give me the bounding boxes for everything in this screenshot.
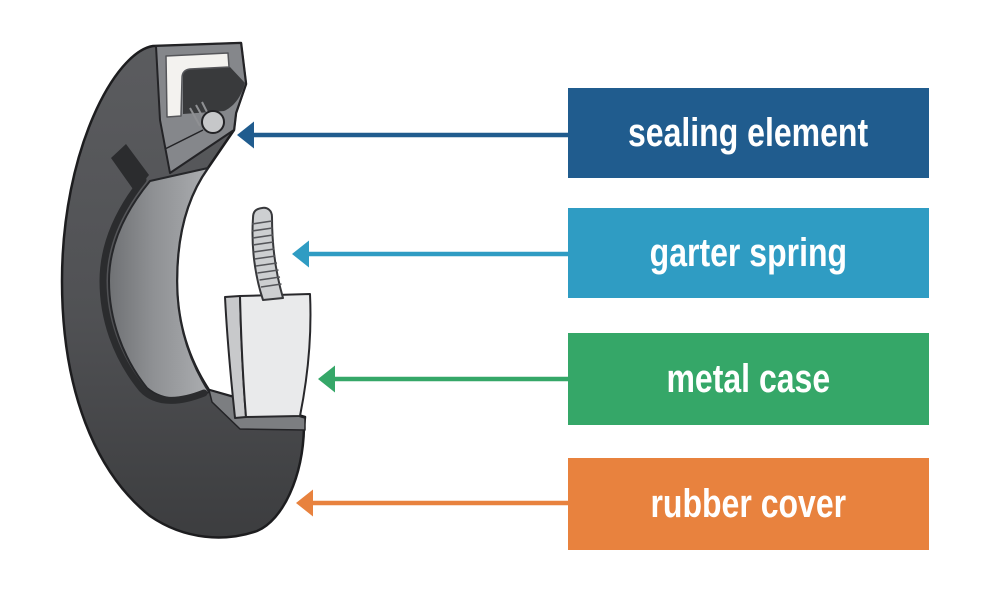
spring-coil-rings <box>251 220 282 288</box>
arrow-metal-case <box>318 365 568 393</box>
bore-groove <box>99 176 208 404</box>
label-sealing-element: sealing element <box>628 110 869 155</box>
label-metal-case: metal case <box>666 356 831 401</box>
label-box-garter-spring: garter spring <box>568 208 929 298</box>
label-box-sealing-element: sealing element <box>568 88 929 178</box>
garter-spring-cross-section <box>201 110 225 134</box>
arrow-garter-spring <box>292 240 568 268</box>
label-box-metal-case: metal case <box>568 333 929 425</box>
label-garter-spring: garter spring <box>649 230 848 275</box>
groove-end-wedge <box>111 144 149 192</box>
label-rubber-cover: rubber cover <box>650 481 847 526</box>
metal-case-front <box>239 293 312 418</box>
label-box-rubber-cover: rubber cover <box>568 458 929 550</box>
metal-case-section <box>165 52 230 118</box>
rubber-section-wedge <box>183 67 245 114</box>
arrow-rubber-cover <box>296 489 568 517</box>
lip-facet-edge <box>164 129 204 150</box>
arrow-sealing-element <box>237 121 568 149</box>
